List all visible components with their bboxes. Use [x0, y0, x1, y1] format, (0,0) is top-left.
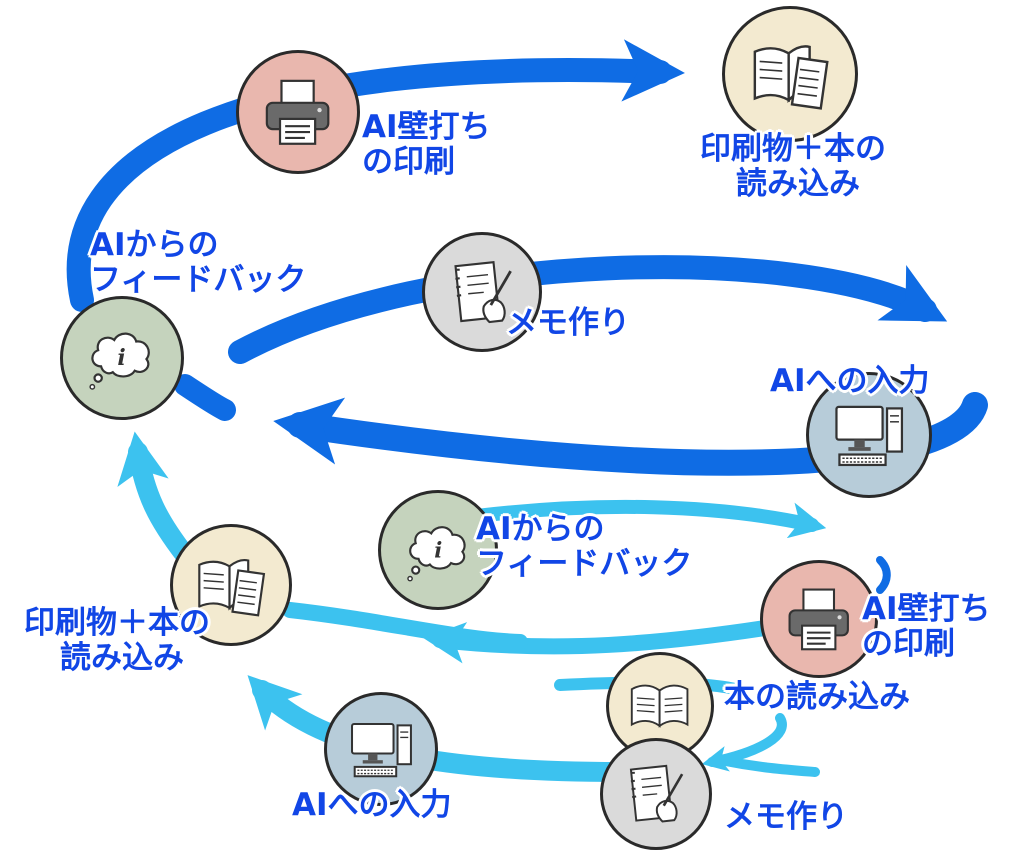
lower-book-node-label: 本の読み込み — [724, 680, 910, 715]
lower-print-node — [760, 560, 878, 678]
lower-feedback-node-label: AIからの フィードバック — [476, 512, 692, 581]
print-node — [236, 50, 360, 174]
open-book-icon — [631, 684, 689, 729]
info-cloud-icon: i — [89, 332, 151, 391]
read-node — [722, 6, 858, 142]
arrow-upper-feedback-tail — [174, 374, 236, 421]
input-node-label-line1: AIへの入力 — [770, 363, 930, 399]
lower-input-node-label: AIへの入力 — [292, 788, 452, 823]
read-node-label: 印刷物＋本の 読み込み — [700, 132, 886, 201]
arrow-upper-feedback-to-read — [66, 39, 685, 312]
arrow-upper-print-swoosh — [876, 556, 891, 594]
printer-icon — [266, 80, 330, 146]
book-papers-icon — [753, 44, 829, 110]
lower-memo-node-label: メモ作り — [724, 800, 848, 835]
feedback-node-label-line1: AIからの — [90, 227, 219, 263]
printer-icon — [788, 588, 850, 651]
lower-memo-node-label-line1: メモ作り — [724, 799, 848, 835]
computer-icon — [835, 405, 903, 466]
arrow-upper-memo-to-input — [228, 255, 948, 364]
memo-node — [422, 232, 542, 352]
input-node-label: AIへの入力 — [770, 364, 930, 399]
memo-node-label: メモ作り — [506, 306, 630, 341]
info-cloud-icon: i — [406, 525, 466, 582]
read-node-label-line2: 読み込み — [736, 165, 860, 202]
lower-feedback-node-label-line2: フィードバック — [476, 545, 693, 582]
svg-text:i: i — [118, 345, 126, 371]
lower-input-node-label-line1: AIへの入力 — [292, 787, 452, 823]
feedback-node-label-line2: フィードバック — [90, 261, 307, 298]
lower-feedback-node: i — [378, 490, 498, 610]
print-node-label: AI壁打ち の印刷 — [362, 110, 491, 179]
arrow-lower-read-sweep — [282, 602, 528, 650]
lower-print-node-label-line2: の印刷 — [862, 625, 955, 662]
memo-writing-icon — [629, 764, 684, 823]
arrow-lower-tail-bottom — [715, 755, 820, 777]
memo-writing-icon — [454, 260, 512, 323]
lower-read-node — [170, 524, 292, 646]
feedback-node-label: AIからの フィードバック — [90, 228, 306, 297]
input-node — [806, 372, 932, 498]
lower-book-node-label-line1: 本の読み込み — [724, 679, 910, 715]
lower-read-node-label-line1: 印刷物＋本の — [24, 605, 210, 641]
lower-read-node-label-line2: 読み込み — [60, 639, 184, 676]
svg-text:i: i — [434, 537, 442, 562]
arrow-lower-input-to-read — [247, 675, 630, 782]
feedback-node: i — [60, 296, 184, 420]
computer-icon — [350, 722, 412, 777]
read-node-label-line1: 印刷物＋本の — [700, 131, 886, 167]
arrow-lower-feedback-to-print — [453, 499, 827, 539]
arrow-lower-read-to-top — [117, 431, 195, 565]
lower-input-node — [324, 692, 438, 806]
lower-feedback-node-label-line1: AIからの — [476, 511, 605, 547]
lower-print-node-label-line1: AI壁打ち — [862, 591, 991, 627]
print-node-label-line2: の印刷 — [362, 143, 455, 180]
lower-memo-node — [600, 738, 712, 850]
memo-node-label-line1: メモ作り — [506, 305, 630, 341]
print-node-label-line1: AI壁打ち — [362, 109, 491, 145]
arrow-upper-input-to-feedback — [273, 392, 988, 476]
lower-read-node-label: 印刷物＋本の 読み込み — [24, 606, 210, 675]
lower-print-node-label: AI壁打ち の印刷 — [862, 592, 991, 661]
book-papers-icon — [198, 558, 266, 617]
